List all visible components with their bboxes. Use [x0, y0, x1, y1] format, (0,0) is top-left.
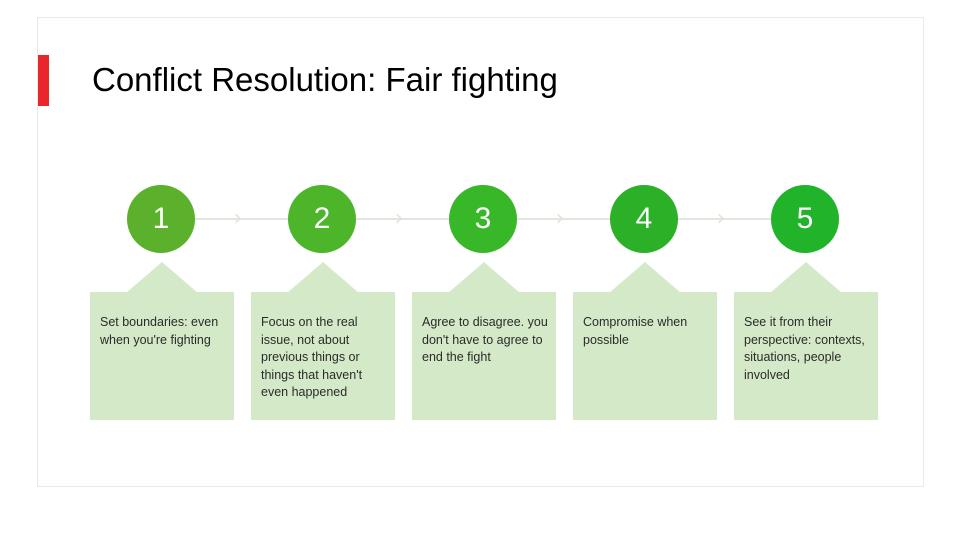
callout-body-4: Compromise when possible — [573, 292, 717, 420]
callout-body-5: See it from their perspective: contexts,… — [734, 292, 878, 420]
step-circle-3[interactable]: 3 — [449, 185, 517, 253]
callout-pointer-5 — [770, 262, 842, 293]
callout-pointer-2 — [287, 262, 359, 293]
callout-5: See it from their perspective: contexts,… — [734, 262, 878, 420]
step-circle-5[interactable]: 5 — [771, 185, 839, 253]
connector-line-4-5 — [645, 218, 797, 220]
chevron-right-icon-4: › — [716, 206, 726, 231]
callout-4: Compromise when possible — [573, 262, 717, 420]
callout-text-2: Focus on the real issue, not about previ… — [261, 315, 363, 399]
process-chain: › › › › 1 2 3 4 5 — [90, 185, 890, 255]
callout-body-3: Agree to disagree. you don't have to agr… — [412, 292, 556, 420]
callout-2: Focus on the real issue, not about previ… — [251, 262, 395, 420]
callout-text-4: Compromise when possible — [583, 315, 688, 347]
page-title: Conflict Resolution: Fair fighting — [92, 61, 558, 98]
callout-body-1: Set boundaries: even when you're fightin… — [90, 292, 234, 420]
callout-1: Set boundaries: even when you're fightin… — [90, 262, 234, 420]
title-accent-bar — [38, 55, 49, 106]
callout-pointer-3 — [448, 262, 520, 293]
step-circle-2[interactable]: 2 — [288, 185, 356, 253]
callout-pointer-4 — [609, 262, 681, 293]
callout-text-3: Agree to disagree. you don't have to agr… — [422, 315, 548, 364]
callout-pointer-1 — [126, 262, 198, 293]
connector-line-1-2 — [162, 218, 314, 220]
callout-3: Agree to disagree. you don't have to agr… — [412, 262, 556, 420]
chevron-right-icon-2: › — [394, 206, 404, 231]
chevron-right-icon-3: › — [555, 206, 565, 231]
callout-text-5: See it from their perspective: contexts,… — [744, 315, 865, 382]
step-circle-1[interactable]: 1 — [127, 185, 195, 253]
chevron-right-icon-1: › — [233, 206, 243, 231]
callout-text-1: Set boundaries: even when you're fightin… — [100, 315, 219, 347]
connector-line-2-3 — [323, 218, 475, 220]
connector-line-3-4 — [484, 218, 636, 220]
step-circle-4[interactable]: 4 — [610, 185, 678, 253]
process-callouts: Set boundaries: even when you're fightin… — [90, 262, 890, 422]
callout-body-2: Focus on the real issue, not about previ… — [251, 292, 395, 420]
